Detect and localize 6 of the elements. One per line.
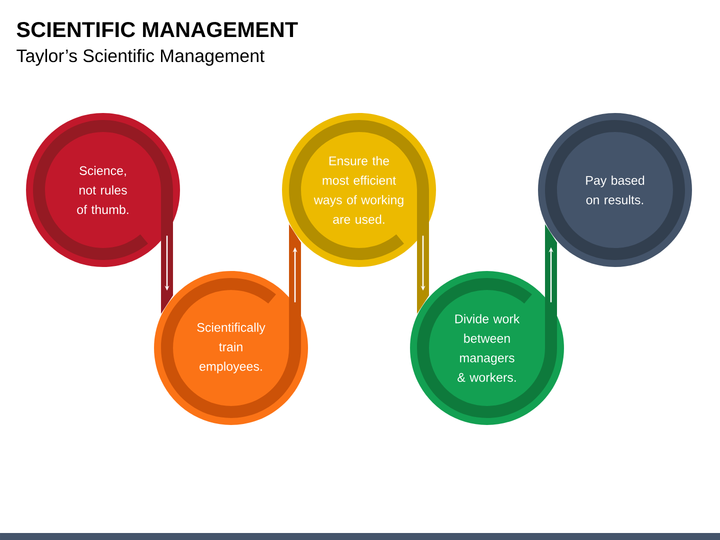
connector-arrow xyxy=(545,224,557,316)
connector-arrow xyxy=(289,224,301,316)
connector-arrow xyxy=(161,222,173,314)
title: SCIENTIFIC MANAGEMENT xyxy=(16,22,298,38)
connector-arrow xyxy=(417,222,429,314)
subtitle: Taylor’s Scientific Management xyxy=(16,48,264,66)
